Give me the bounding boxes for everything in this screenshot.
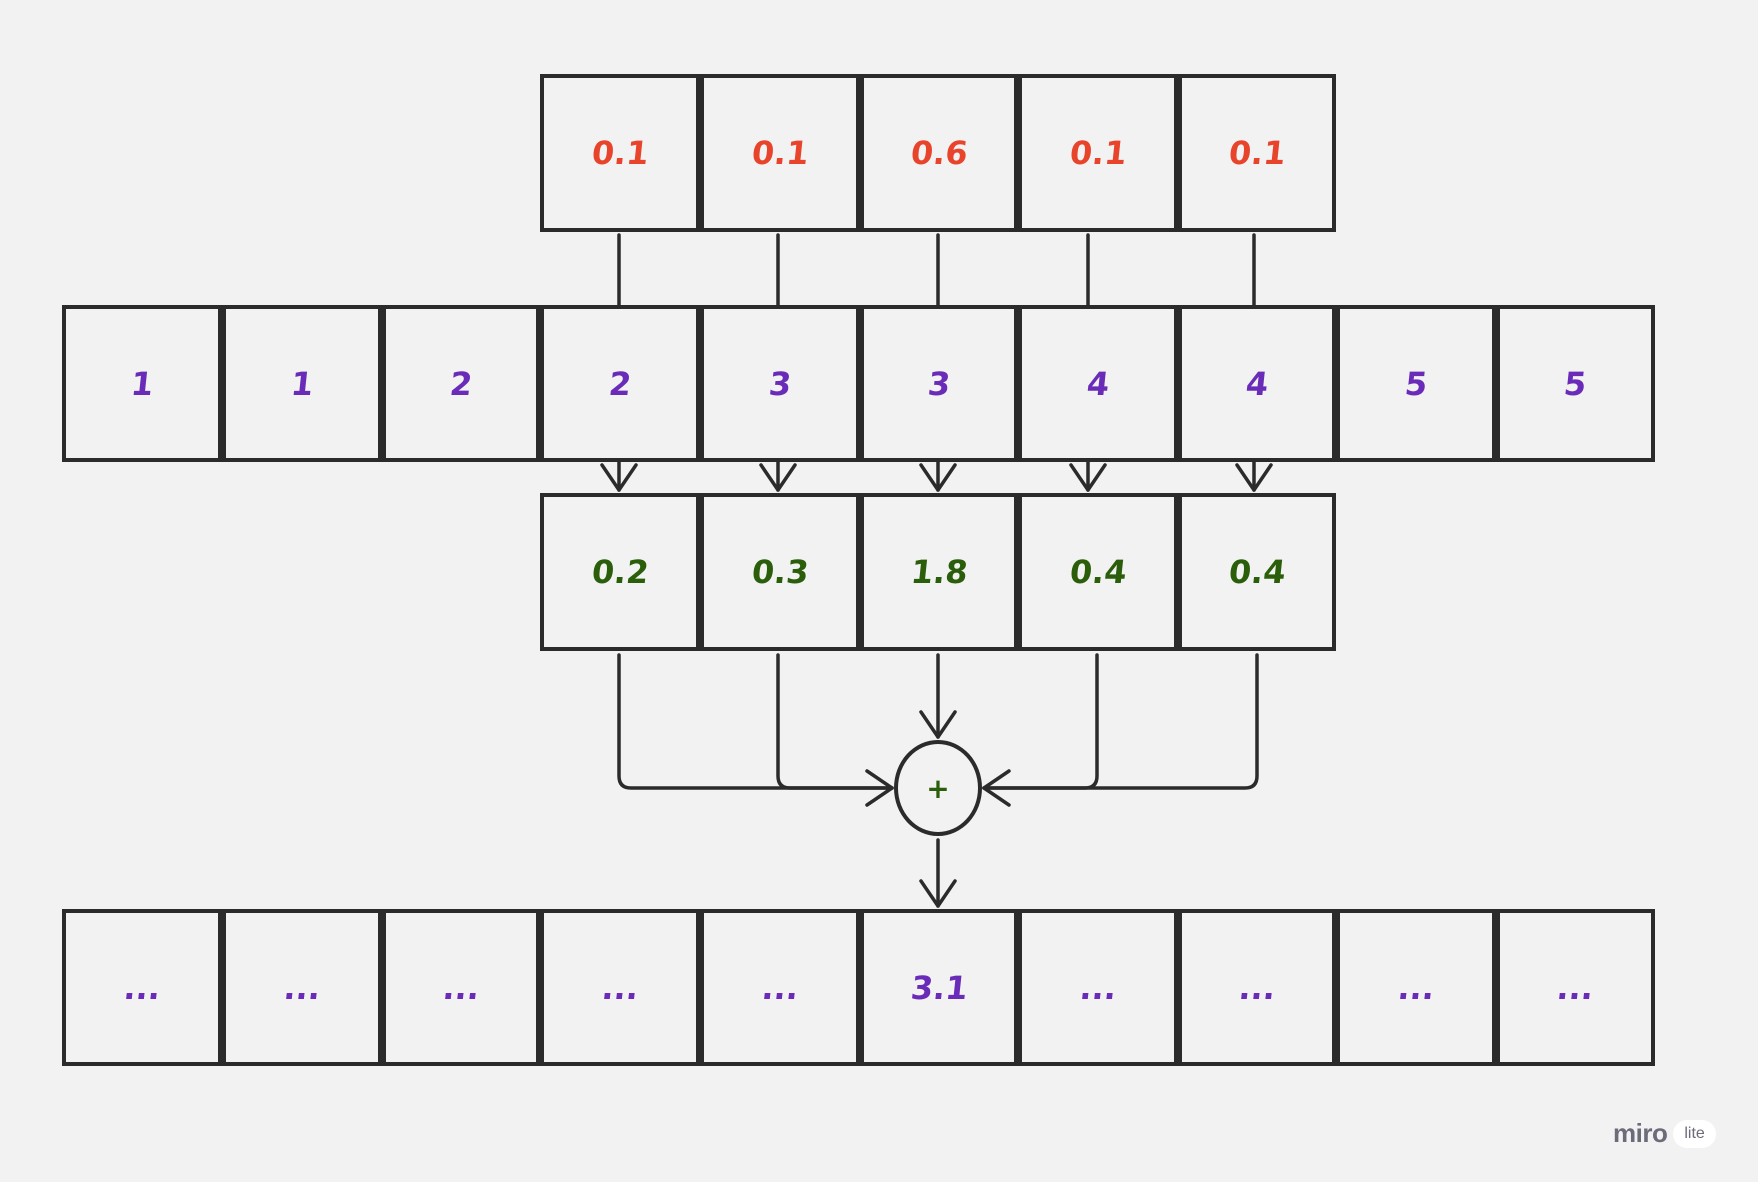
input-value: 3 [925, 364, 953, 403]
weight-value: 0.1 [1226, 134, 1288, 172]
product-to-sum-connector [776, 653, 894, 790]
input-cell[interactable]: 4 [1018, 305, 1178, 462]
arrowhead-icon [600, 463, 638, 492]
input-cell[interactable]: 1 [62, 305, 222, 462]
output-cell[interactable]: ... [62, 909, 222, 1066]
output-cell[interactable]: ... [222, 909, 382, 1066]
output-value: ... [599, 968, 641, 1007]
product-value: 0.3 [749, 553, 811, 591]
output-cell[interactable]: ... [1178, 909, 1336, 1066]
product-cell[interactable]: 0.2 [540, 493, 700, 651]
input-cell[interactable]: 2 [540, 305, 700, 462]
output-value: 3.1 [908, 968, 970, 1007]
output-value: ... [1555, 968, 1596, 1007]
arrowhead-icon [919, 879, 957, 908]
product-value: 1.8 [908, 553, 970, 591]
plan-badge: lite [1673, 1119, 1716, 1148]
input-cell[interactable]: 1 [222, 305, 382, 462]
output-cell[interactable]: ... [700, 909, 860, 1066]
product-to-sum-connector [617, 653, 894, 790]
input-value: 2 [606, 364, 634, 403]
input-cell[interactable]: 5 [1336, 305, 1496, 462]
weight-cell[interactable]: 0.1 [1178, 74, 1336, 232]
output-cell[interactable]: 3.1 [860, 909, 1018, 1066]
input-value: 5 [1562, 364, 1589, 403]
product-cell[interactable]: 0.4 [1018, 493, 1178, 651]
brand-watermark: miro lite [1613, 1118, 1716, 1149]
sum-node[interactable]: + [894, 740, 982, 836]
input-value: 3 [766, 364, 794, 403]
output-cell[interactable]: ... [382, 909, 540, 1066]
output-cell[interactable]: ... [540, 909, 700, 1066]
product-to-sum-connector [982, 653, 1259, 790]
arrowhead-icon [982, 769, 1011, 807]
output-cell[interactable]: ... [1496, 909, 1655, 1066]
input-cell[interactable]: 3 [700, 305, 860, 462]
output-value: ... [759, 968, 801, 1007]
output-value: ... [1077, 968, 1119, 1007]
output-cell[interactable]: ... [1336, 909, 1496, 1066]
arrowhead-icon [1235, 463, 1273, 492]
input-cell[interactable]: 3 [860, 305, 1018, 462]
input-value: 1 [128, 364, 156, 403]
arrowhead-icon [919, 463, 957, 492]
weight-cell[interactable]: 0.1 [1018, 74, 1178, 232]
miro-logo: miro [1613, 1118, 1668, 1148]
weight-cell[interactable]: 0.1 [700, 74, 860, 232]
output-cell[interactable]: ... [1018, 909, 1178, 1066]
input-value: 4 [1084, 364, 1112, 403]
output-value: ... [1236, 968, 1278, 1007]
input-cell[interactable]: 4 [1178, 305, 1336, 462]
arrowhead-icon [919, 710, 957, 739]
output-value: ... [440, 968, 482, 1007]
arrowhead-icon [1069, 463, 1107, 492]
weight-cell[interactable]: 0.6 [860, 74, 1018, 232]
input-cell[interactable]: 5 [1496, 305, 1655, 462]
input-value: 5 [1402, 364, 1430, 403]
arrowhead-icon [759, 463, 797, 492]
product-value: 0.2 [589, 553, 651, 591]
weight-value: 0.6 [908, 134, 970, 172]
product-value: 0.4 [1226, 553, 1288, 591]
weight-value: 0.1 [589, 134, 651, 172]
input-value: 1 [288, 364, 316, 403]
output-value: ... [121, 968, 163, 1007]
input-value: 2 [447, 364, 475, 403]
weight-value: 0.1 [749, 134, 811, 172]
product-to-sum-connector [982, 653, 1099, 790]
arrowhead-icon [865, 769, 894, 807]
output-value: ... [1395, 968, 1437, 1007]
product-value: 0.4 [1067, 553, 1129, 591]
product-cell[interactable]: 0.3 [700, 493, 860, 651]
input-cell[interactable]: 2 [382, 305, 540, 462]
input-value: 4 [1243, 364, 1271, 403]
weight-value: 0.1 [1067, 134, 1129, 172]
product-cell[interactable]: 1.8 [860, 493, 1018, 651]
weight-cell[interactable]: 0.1 [540, 74, 700, 232]
product-cell[interactable]: 0.4 [1178, 493, 1336, 651]
sum-symbol: + [926, 771, 950, 805]
output-value: ... [281, 968, 323, 1007]
